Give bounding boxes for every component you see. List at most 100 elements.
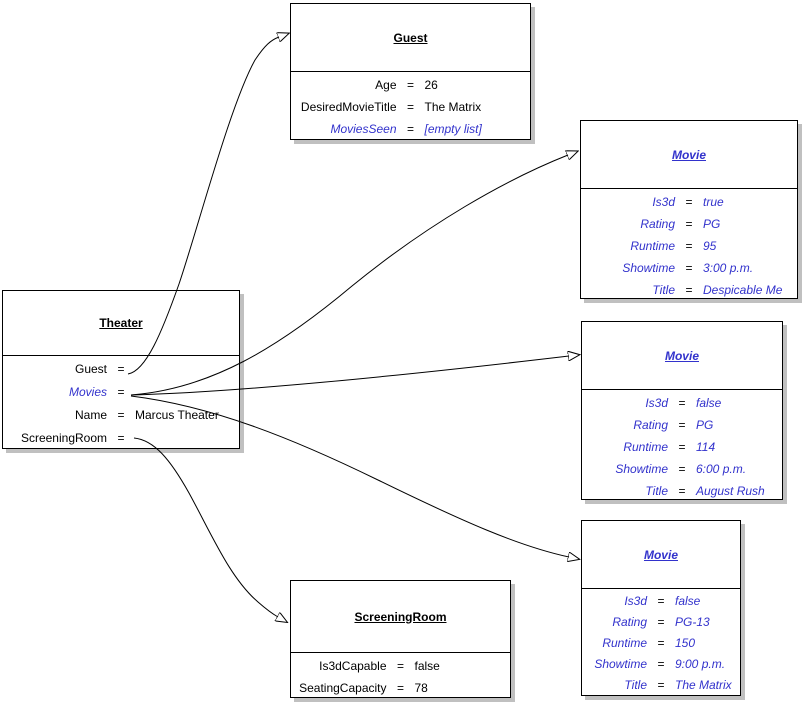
equals-sign: = bbox=[678, 418, 686, 432]
field-row: Age = 26 bbox=[291, 74, 530, 96]
equals-sign: = bbox=[396, 659, 404, 673]
field-name: Age bbox=[375, 78, 397, 92]
field-name: Is3d bbox=[645, 396, 668, 410]
field-value: 26 bbox=[424, 78, 438, 92]
field-row: ScreeningRoom = bbox=[3, 427, 239, 450]
equals-sign: = bbox=[678, 462, 686, 476]
equals-sign: = bbox=[406, 78, 414, 92]
equals-sign: = bbox=[657, 636, 665, 650]
equals-sign: = bbox=[685, 261, 693, 275]
field-name: Is3dCapable bbox=[319, 659, 387, 673]
field-row: Title = Despicable Me bbox=[581, 279, 797, 301]
field-value: 78 bbox=[414, 681, 428, 695]
field-name: Guest bbox=[74, 362, 107, 376]
field-row: Rating = PG-13 bbox=[582, 612, 740, 633]
field-name: SeatingCapacity bbox=[299, 681, 387, 695]
equals-sign: = bbox=[678, 440, 686, 454]
field-name: ScreeningRoom bbox=[20, 431, 107, 445]
field-name: MoviesSeen bbox=[330, 122, 397, 136]
arrow-theater-screeningroom bbox=[133, 437, 278, 617]
field-value: Marcus Theater bbox=[135, 408, 219, 422]
field-value: Despicable Me bbox=[703, 283, 783, 297]
field-name: Showtime bbox=[615, 462, 668, 476]
field-row: Is3dCapable = false bbox=[291, 655, 510, 677]
field-name: Runtime bbox=[602, 636, 647, 650]
field-name: Is3d bbox=[624, 594, 647, 608]
node-title: Movie bbox=[582, 521, 740, 589]
equals-sign: = bbox=[685, 283, 693, 297]
field-row: Showtime = 3:00 p.m. bbox=[581, 257, 797, 279]
equals-sign: = bbox=[657, 615, 665, 629]
field-value: true bbox=[703, 195, 724, 209]
field-name: Title bbox=[624, 678, 647, 692]
field-row: Title = The Matrix bbox=[582, 675, 740, 696]
node-title: ScreeningRoom bbox=[291, 581, 510, 653]
field-name: Showtime bbox=[622, 261, 675, 275]
node-title: Movie bbox=[582, 322, 782, 390]
equals-sign: = bbox=[117, 362, 125, 376]
field-value: PG bbox=[696, 418, 714, 432]
field-value: The Matrix bbox=[424, 100, 482, 114]
equals-sign: = bbox=[117, 385, 125, 399]
field-value: 6:00 p.m. bbox=[696, 462, 747, 476]
field-row: Is3d = false bbox=[582, 392, 782, 414]
field-name: Rating bbox=[612, 615, 647, 629]
field-value: false bbox=[414, 659, 440, 673]
field-row: Runtime=150 bbox=[582, 633, 740, 654]
field-row: Is3d = true bbox=[581, 191, 797, 213]
field-name: Movies bbox=[68, 385, 107, 399]
field-name: Showtime bbox=[594, 657, 647, 671]
field-row: Movies = bbox=[3, 381, 239, 404]
equals-sign: = bbox=[406, 100, 414, 114]
equals-sign: = bbox=[396, 681, 404, 695]
field-name: Name bbox=[74, 408, 107, 422]
field-value: PG-13 bbox=[675, 615, 710, 629]
equals-sign: = bbox=[657, 678, 665, 692]
field-row: Runtime=114 bbox=[582, 436, 782, 458]
field-name: Title bbox=[645, 484, 668, 498]
field-row: DesiredMovieTitle=The Matrix bbox=[291, 96, 530, 118]
field-name: Is3d bbox=[652, 195, 675, 209]
field-name: Title bbox=[652, 283, 675, 297]
node-title: Theater bbox=[3, 291, 239, 356]
field-value: August Rush bbox=[696, 484, 765, 498]
equals-sign: = bbox=[678, 396, 686, 410]
equals-sign: = bbox=[685, 217, 693, 231]
equals-sign: = bbox=[657, 594, 665, 608]
field-row: Rating = PG bbox=[582, 414, 782, 436]
field-value: 9:00 p.m. bbox=[675, 657, 726, 671]
field-value: false bbox=[696, 396, 722, 410]
equals-sign: = bbox=[657, 657, 665, 671]
field-name: Rating bbox=[633, 418, 668, 432]
field-row: Showtime = 9:00 p.m. bbox=[582, 654, 740, 675]
equals-sign: = bbox=[117, 431, 125, 445]
field-value: The Matrix bbox=[675, 678, 732, 692]
field-row: Showtime = 6:00 p.m. bbox=[582, 458, 782, 480]
field-value: false bbox=[675, 594, 701, 608]
node-title: Movie bbox=[581, 121, 797, 189]
field-row: Runtime=95 bbox=[581, 235, 797, 257]
node-title: Guest bbox=[291, 4, 530, 72]
field-name: Rating bbox=[640, 217, 675, 231]
field-row: Guest = bbox=[3, 358, 239, 381]
field-value: PG bbox=[703, 217, 721, 231]
equals-sign: = bbox=[406, 122, 414, 136]
field-value: 3:00 p.m. bbox=[703, 261, 754, 275]
field-value: 95 bbox=[703, 239, 717, 253]
field-name: Runtime bbox=[630, 239, 675, 253]
equals-sign: = bbox=[685, 195, 693, 209]
field-name: Runtime bbox=[623, 440, 668, 454]
